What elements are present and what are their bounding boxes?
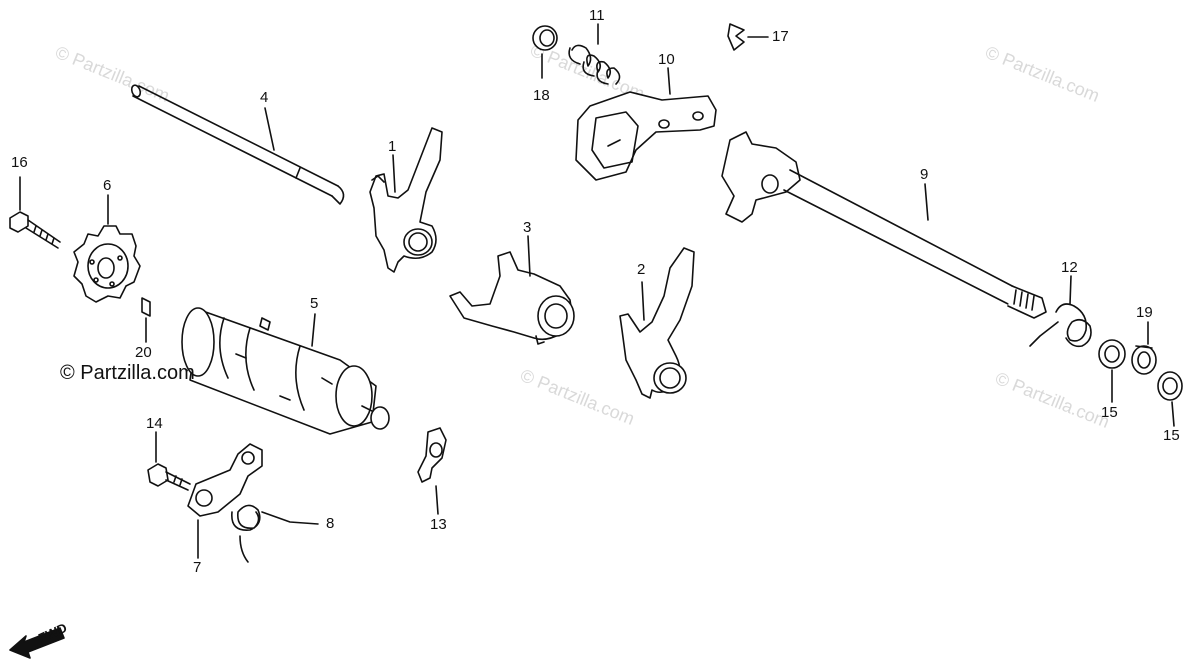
callout-6: 6	[103, 177, 112, 194]
part-19-oil-seal	[1131, 345, 1157, 375]
callout-19: 19	[1136, 304, 1153, 321]
callout-15-a: 15	[1101, 404, 1118, 421]
callout-12: 12	[1061, 259, 1078, 276]
part-8-return-spring	[231, 504, 319, 563]
callout-20: 20	[135, 344, 152, 361]
callout-13: 13	[430, 516, 447, 533]
callout-15-b: 15	[1163, 427, 1180, 444]
part-15-washer-a	[1098, 339, 1126, 369]
callout-2: 2	[637, 261, 646, 278]
part-14-bolt	[147, 463, 191, 491]
part-4-fork-shaft	[130, 84, 345, 205]
part-7-stopper-arm	[187, 443, 263, 517]
part-9-gearshift-spindle	[721, 131, 1047, 319]
callout-8: 8	[326, 515, 335, 532]
part-11-spring	[568, 44, 621, 85]
part-15-washer-b	[1157, 371, 1183, 401]
part-12-torsion-spring	[1029, 303, 1092, 348]
part-2-shift-fork	[619, 247, 695, 399]
callout-10: 10	[658, 51, 675, 68]
callout-11: 11	[589, 7, 605, 24]
part-17-clip	[727, 23, 745, 51]
part-5-shift-drum	[181, 307, 390, 435]
part-1-shift-fork	[369, 127, 443, 273]
part-13-collar	[417, 427, 447, 483]
callout-9: 9	[920, 166, 929, 183]
part-18-washer	[532, 25, 558, 51]
callout-3: 3	[523, 219, 532, 236]
part-20-pin	[141, 297, 151, 317]
part-6-drum-star	[73, 225, 141, 303]
callout-18: 18	[533, 87, 550, 104]
part-16-bolt	[9, 211, 61, 249]
watermark-partzilla: © Partzilla.com	[60, 362, 195, 384]
fwd-arrow-icon	[9, 627, 65, 659]
part-3-shift-fork	[449, 251, 575, 345]
callout-16: 16	[11, 154, 28, 171]
callout-14: 14	[146, 415, 163, 432]
callout-7: 7	[193, 559, 202, 576]
callout-5: 5	[310, 295, 319, 312]
callout-4: 4	[260, 89, 269, 106]
part-10-gearshift-plate	[575, 91, 717, 181]
callout-17: 17	[772, 28, 789, 45]
callout-1: 1	[388, 138, 397, 155]
